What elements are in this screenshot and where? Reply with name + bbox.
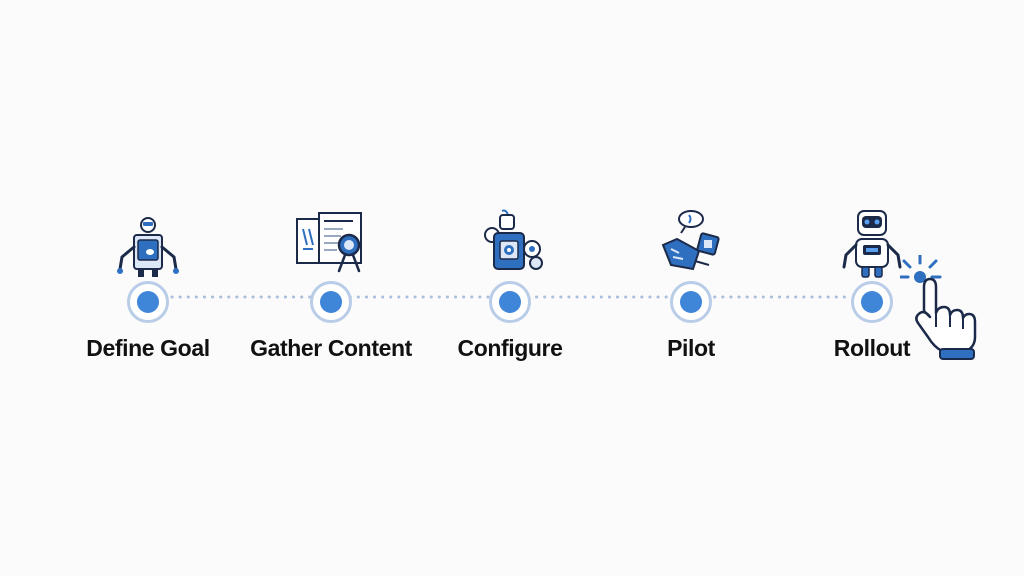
- step-node: [489, 281, 531, 323]
- step-label: Gather Content: [250, 335, 412, 361]
- step-gather-content: Gather Content: [231, 205, 431, 375]
- step-node: [851, 281, 893, 323]
- robot-gears-icon: [484, 209, 543, 270]
- step-define-goal: Define Goal: [48, 205, 248, 375]
- step-label: Pilot: [667, 335, 715, 361]
- step-label: Rollout: [833, 335, 911, 361]
- step-label: Define Goal: [86, 335, 210, 361]
- robot-hand-idea-icon: [661, 210, 720, 271]
- step-node: [127, 281, 169, 323]
- robot-assistant-icon: [842, 210, 902, 278]
- documents-magnifier-icon: [296, 212, 362, 273]
- step-configure: Configure: [410, 205, 610, 375]
- pointing-hand-cursor-icon: [900, 255, 977, 360]
- step-pilot: Pilot: [591, 205, 791, 375]
- step-node: [670, 281, 712, 323]
- step-label: Configure: [457, 335, 563, 361]
- robot-holding-tablet-icon: [117, 217, 179, 277]
- step-node: [310, 281, 352, 323]
- step-rollout: Rollout: [772, 205, 972, 375]
